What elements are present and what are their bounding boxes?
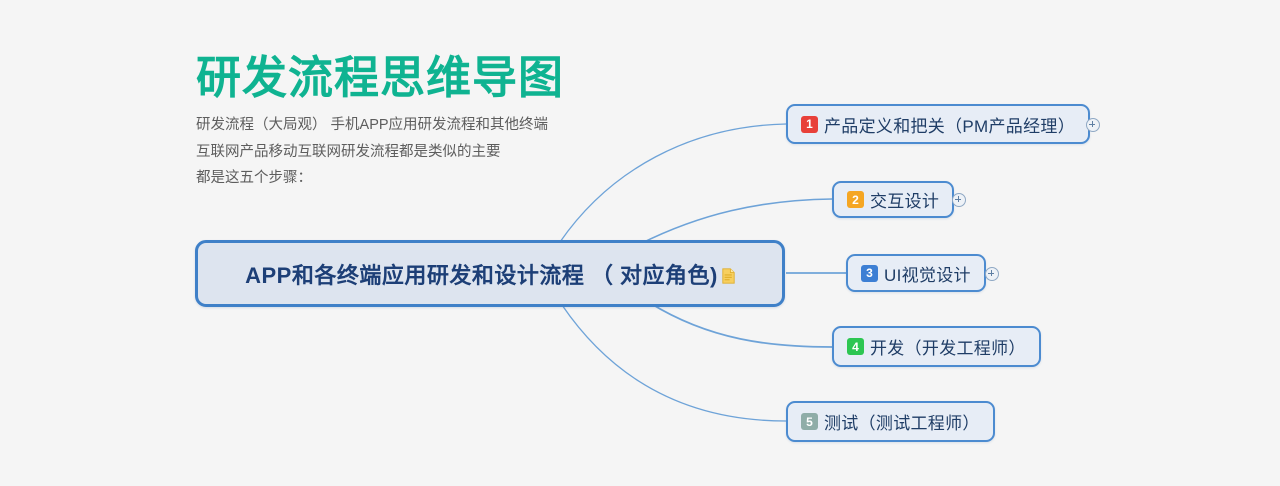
branch-badge-3: 3 xyxy=(861,264,878,282)
branch-label-5: 测试（测试工程师） xyxy=(824,414,980,433)
branch-node-2[interactable]: 2 交互设计 xyxy=(832,181,955,218)
branch-label-3: UI视觉设计 xyxy=(884,265,971,285)
description-line-3: 都是这五个步骤： xyxy=(196,170,312,187)
branch-badge-4: 4 xyxy=(847,338,864,355)
connector-to-branch-1 xyxy=(559,123,787,243)
branch-badge-2: 2 xyxy=(847,191,864,208)
connector-to-branch-4 xyxy=(649,302,833,348)
connector-to-branch-2 xyxy=(639,198,833,245)
connector-to-branch-5 xyxy=(561,304,787,422)
central-node[interactable]: APP和各终端应用研发和设计流程 （ 对应角色) xyxy=(195,240,785,307)
branch-label-2: 交互设计 xyxy=(870,192,940,211)
document-note-icon[interactable] xyxy=(722,267,735,284)
branch-node-3[interactable]: 3 UI视觉设计 xyxy=(846,254,986,292)
expand-plus-icon-2[interactable] xyxy=(952,193,966,207)
branch-badge-1: 1 xyxy=(801,115,818,133)
branch-label-4: 开发（开发工程师） xyxy=(870,339,1026,358)
page-description: 研发流程（大局观） 手机APP应用研发流程和其他终端 互联网产品移动互联网研发流… xyxy=(196,112,564,192)
branch-badge-5: 5 xyxy=(801,413,818,430)
heading-block: 研发流程思维导图 研发流程（大局观） 手机APP应用研发流程和其他终端 互联网产… xyxy=(196,52,564,192)
expand-plus-icon-3[interactable] xyxy=(985,267,999,281)
central-node-label: APP和各终端应用研发和设计流程 （ 对应角色) xyxy=(245,262,718,288)
branch-label-1: 产品定义和把关（PM产品经理） xyxy=(824,116,1075,136)
page-title: 研发流程思维导图 xyxy=(196,52,565,103)
description-line-1: 研发流程（大局观） 手机APP应用研发流程和其他终端 xyxy=(196,116,549,133)
expand-plus-icon-1[interactable] xyxy=(1086,118,1100,132)
branch-node-4[interactable]: 4 开发（开发工程师） xyxy=(832,326,1041,367)
description-line-2: 互联网产品移动互联网研发流程都是类似的主要 xyxy=(196,143,501,160)
branch-node-5[interactable]: 5 测试（测试工程师） xyxy=(786,401,995,442)
branch-node-1[interactable]: 1 产品定义和把关（PM产品经理） xyxy=(786,104,1090,144)
